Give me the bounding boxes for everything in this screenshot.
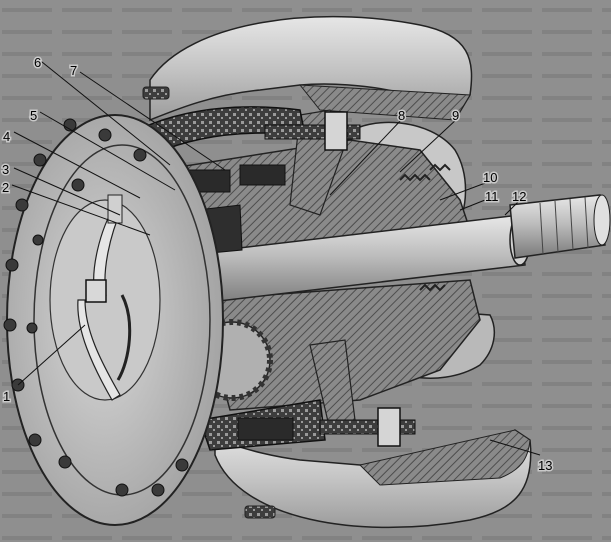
callout-leaders xyxy=(11,61,541,456)
callout-3: 3 xyxy=(2,162,9,177)
cover-bolts xyxy=(3,118,189,497)
callout-12: 12 xyxy=(512,189,526,204)
callout-7: 7 xyxy=(70,63,77,78)
callout-labels: 1 2 3 4 5 6 7 8 9 10 11 12 13 xyxy=(1,54,554,475)
callout-9: 9 xyxy=(452,108,459,123)
adjusting-bolt-lower xyxy=(319,407,416,447)
callout-6: 6 xyxy=(34,55,41,70)
actuating-lever xyxy=(77,194,132,401)
callout-11: 11 xyxy=(485,189,499,204)
callout-2: 2 xyxy=(2,180,9,195)
callout-13: 13 xyxy=(538,458,552,473)
adjusting-bolt-upper xyxy=(264,111,361,151)
callout-10: 10 xyxy=(483,170,497,185)
callout-1: 1 xyxy=(3,389,10,404)
callout-4: 4 xyxy=(3,129,10,144)
lower-drum-housing xyxy=(214,428,532,529)
friction-lining-lower xyxy=(199,399,326,451)
splined-shaft-end xyxy=(509,194,611,259)
callout-8: 8 xyxy=(398,108,405,123)
callout-5: 5 xyxy=(30,108,37,123)
return-springs xyxy=(399,163,451,292)
front-cover-plate xyxy=(6,114,224,526)
